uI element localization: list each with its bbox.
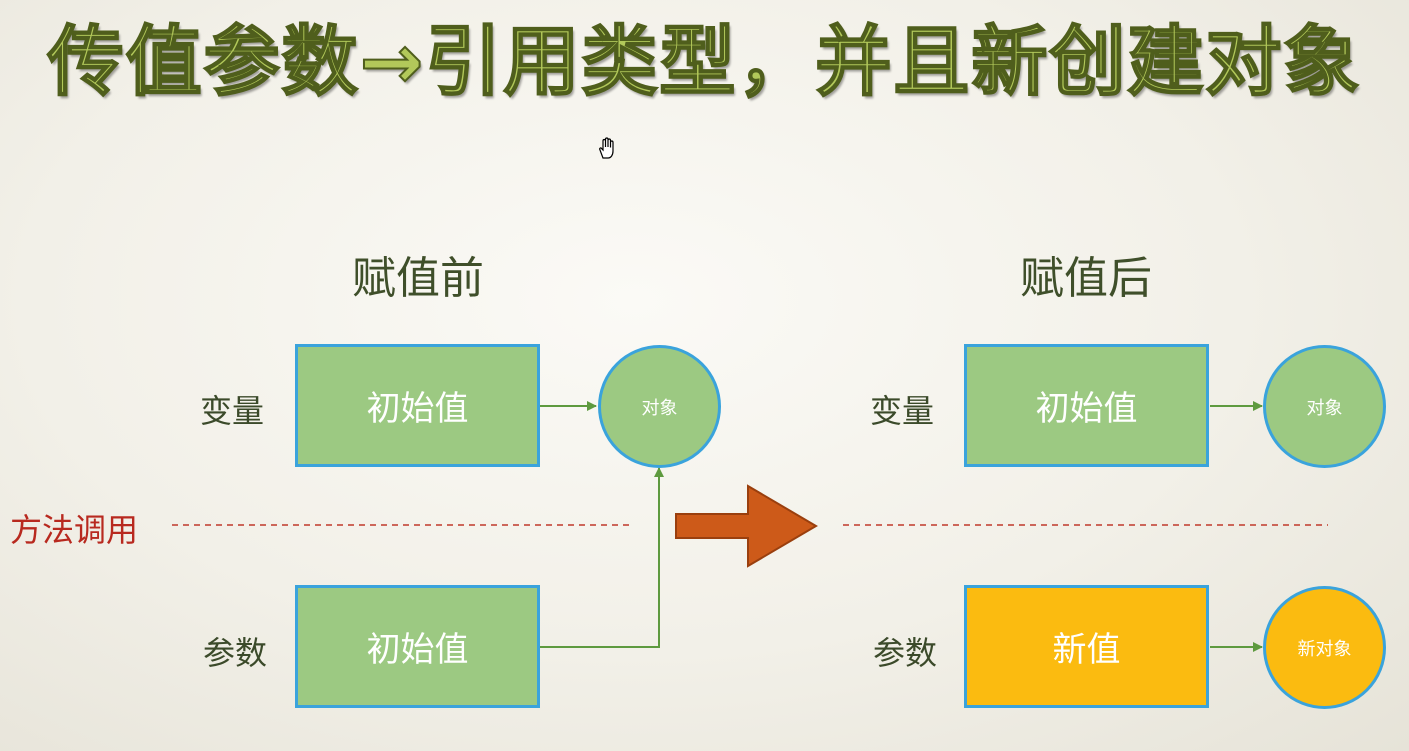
before-object-circle: 对象 xyxy=(598,345,721,468)
after-heading: 赋值后 xyxy=(1020,253,1152,304)
after-variable-box: 初始值 xyxy=(964,344,1209,467)
hand-cursor-icon xyxy=(599,137,614,159)
before-heading: 赋值前 xyxy=(352,253,484,304)
before-param-arrow xyxy=(540,467,664,648)
after-object-circle: 对象 xyxy=(1263,345,1386,468)
before-variable-label: 变量 xyxy=(200,392,265,430)
big-right-arrow-icon xyxy=(675,484,818,568)
after-new-object-circle: 新对象 xyxy=(1263,586,1386,709)
before-param-box: 初始值 xyxy=(295,585,540,708)
before-param-label: 参数 xyxy=(203,634,268,672)
method-call-label: 方法调用 xyxy=(10,511,139,549)
after-variable-label: 变量 xyxy=(870,392,935,430)
after-param-label: 参数 xyxy=(873,634,938,672)
after-param-box: 新值 xyxy=(964,585,1209,708)
slide-title: 传值参数→引用类型，并且新创建对象 xyxy=(47,16,1362,107)
before-variable-box: 初始值 xyxy=(295,344,540,467)
